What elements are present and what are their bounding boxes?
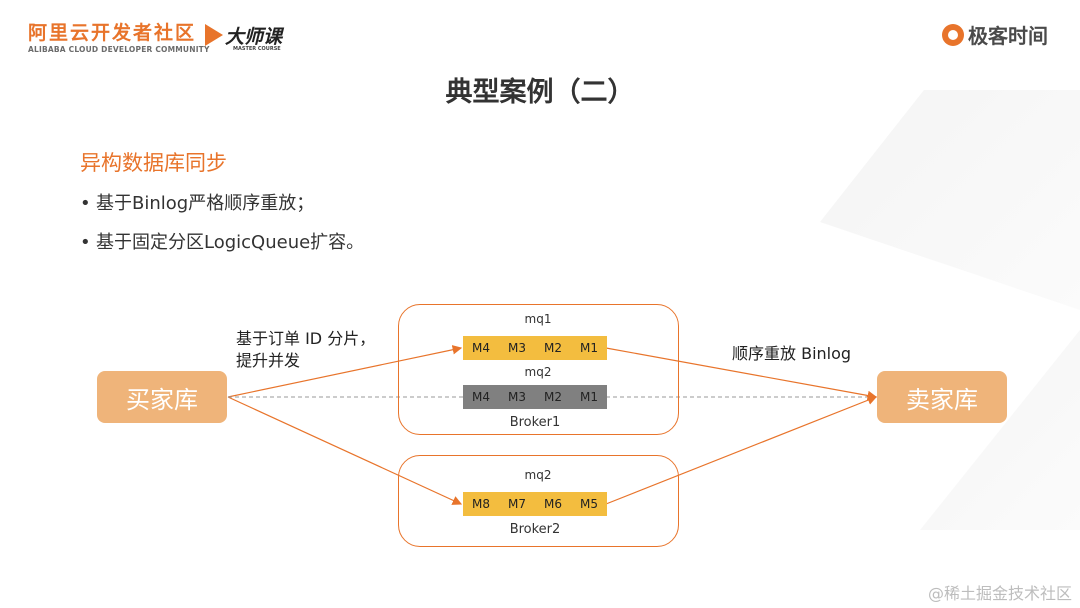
master-course-en: MASTER COURSE: [233, 46, 281, 52]
slide-title: 典型案例（二）: [445, 77, 635, 108]
queue-mq1: M4 M3 M2 M1: [463, 336, 607, 360]
bullet-dot: •: [80, 193, 91, 214]
shard-note-line2: 提升并发: [236, 351, 301, 370]
target-database: 卖家库: [877, 371, 1007, 423]
shard-note: 基于订单 ID 分片， 提升并发: [236, 328, 375, 372]
message-item: M3: [508, 390, 526, 404]
geek-time-logo: 极客时间: [942, 24, 1052, 48]
message-item: M4: [472, 390, 490, 404]
message-item: M4: [472, 341, 490, 355]
source-database: 买家库: [97, 371, 227, 423]
bullet-item: •基于固定分区LogicQueue扩容。: [80, 228, 364, 254]
message-item: M8: [472, 497, 490, 511]
message-item: M1: [580, 341, 598, 355]
broker2-label: Broker2: [509, 522, 561, 537]
bullet-text: 基于固定分区LogicQueue扩容。: [96, 232, 365, 253]
queue-mq2: M8 M7 M6 M5: [463, 492, 607, 516]
message-item: M6: [544, 497, 562, 511]
message-item: M5: [580, 497, 598, 511]
message-item: M7: [508, 497, 526, 511]
arrow-source-to-mq1: [227, 345, 463, 398]
geek-time-name: 极客时间: [968, 24, 1048, 48]
shard-note-line1: 基于订单 ID 分片，: [236, 329, 376, 348]
bullet-item: •基于Binlog严格顺序重放；: [80, 189, 314, 215]
message-item: M2: [544, 390, 562, 404]
arrow-source-to-broker2: [227, 396, 463, 505]
watermark: @稀土掘金技术社区: [927, 584, 1072, 603]
arrow-mq1-to-target: [605, 347, 878, 401]
broker1-label: Broker1: [509, 415, 561, 430]
broker2-box: [398, 455, 679, 547]
brand-name-en: ALIBABA CLOUD DEVELOPER COMMUNITY: [28, 45, 210, 54]
replay-note: 顺序重放 Binlog: [732, 344, 852, 363]
queue-label-mq1: mq1: [524, 312, 552, 326]
section-subtitle: 异构数据库同步: [80, 151, 227, 175]
master-course-name: 大师课: [225, 26, 283, 48]
message-item: M2: [544, 341, 562, 355]
bullet-dot: •: [80, 232, 91, 253]
play-icon: [205, 24, 223, 46]
queue-label-mq2: mq2: [524, 365, 552, 379]
bullet-text: 基于Binlog严格顺序重放；: [96, 193, 315, 214]
message-item: M3: [508, 341, 526, 355]
message-item: M1: [580, 390, 598, 404]
brand-name-cn: 阿里云开发者社区: [28, 22, 197, 44]
queue-label-mq2: mq2: [524, 468, 552, 482]
arrow-broker2-to-target: [605, 395, 878, 505]
geek-logo-icon: [942, 24, 964, 46]
alibaba-cloud-logo: 阿里云开发者社区 ALIBABA CLOUD DEVELOPER COMMUNI…: [28, 22, 210, 54]
broker1-box: [398, 304, 679, 435]
queue-mq2-inactive: M4 M3 M2 M1: [463, 385, 607, 409]
